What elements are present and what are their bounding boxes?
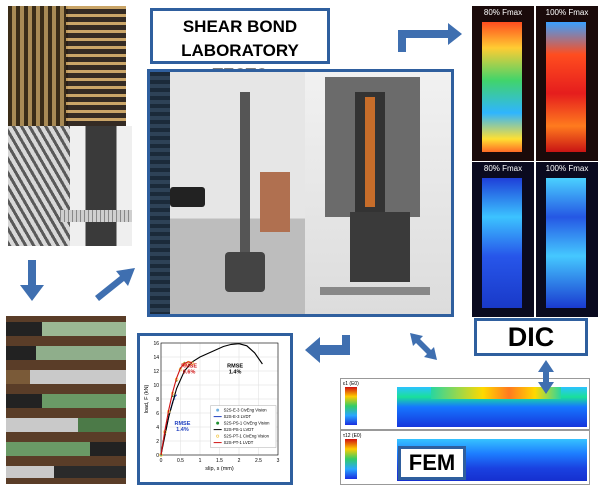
legend-swatch <box>216 408 220 412</box>
series-point <box>182 362 187 366</box>
legend-entry: S2S-PT-1 CivEng Vision <box>224 434 270 439</box>
ruler <box>60 210 132 222</box>
y-tick-label: 0 <box>156 453 159 459</box>
y-tick-label: 16 <box>153 341 159 347</box>
dic-map-bottom-right: 100% Fmax <box>536 162 598 317</box>
x-axis-label: slip, s (mm) <box>205 466 234 472</box>
series-line <box>160 361 193 456</box>
dic-caption-bottom-left: 80% Fmax <box>483 164 523 173</box>
legend-entry: S2S-PS-1 LVDT <box>224 427 255 432</box>
fem-label: FEM <box>398 446 466 480</box>
dic-caption-top-left: 80% Fmax <box>483 8 523 17</box>
x-tick-label: 0 <box>160 458 163 464</box>
y-tick-label: 2 <box>156 439 159 445</box>
fem-legend-header-bottom: τ12 (E0) <box>343 433 362 439</box>
annotation-label: 0.6% <box>183 370 196 376</box>
legend-entry: S2S-E-3 LVDT <box>224 414 252 419</box>
dic-caption-bottom-right: 100% Fmax <box>545 164 589 173</box>
y-tick-label: 12 <box>153 369 159 375</box>
x-tick-label: 3 <box>277 458 280 464</box>
series-point: * <box>172 402 175 408</box>
load-slip-chart: 0 2 4 6 8 10 12 14 16 0 0.5 1 1.5 2 2.5 3 slip, s (mm) lo… <box>144 341 280 472</box>
arrow-chart-fem <box>410 333 437 360</box>
dic-label: DIC <box>474 318 588 356</box>
annotation-label: 1.4% <box>229 370 242 376</box>
series-line <box>160 343 263 456</box>
textile-photo-3 <box>8 126 70 246</box>
dic-map-top-left: 80% Fmax <box>472 6 534 161</box>
fem-map-top: ε1 (E0) <box>340 378 590 430</box>
y-tick-label: 14 <box>153 355 159 361</box>
lab-setup-photo <box>147 69 454 317</box>
x-tick-label: 1 <box>199 458 202 464</box>
series-point <box>190 361 194 365</box>
textile-photo-4 <box>70 126 132 246</box>
y-tick-label: 6 <box>156 411 159 417</box>
title-line-1: SHEAR BOND <box>182 17 298 36</box>
y-axis-label: load, F (kN) <box>144 384 150 413</box>
legend-box <box>210 405 277 448</box>
legend-swatch <box>216 421 220 425</box>
legend-entry: S2S-E-3 CivEng Vision <box>224 408 268 413</box>
annotation-label: RMSE <box>175 421 191 427</box>
series-point: * <box>168 415 171 421</box>
textile-photo-1 <box>8 6 68 126</box>
x-tick-label: 1.5 <box>216 458 223 464</box>
annotation-label: RMSE <box>227 364 243 370</box>
x-tick-label: 2.5 <box>255 458 262 464</box>
dic-map-bottom-left: 80% Fmax <box>472 162 534 317</box>
fem-legend-header-top: ε1 (E0) <box>343 381 359 387</box>
annotation-label: RMSE <box>181 364 197 370</box>
legend-entry: S2S-PT-1 LVDT <box>224 440 254 445</box>
y-tick-label: 8 <box>156 397 159 403</box>
series-point: * <box>170 408 173 414</box>
x-tick-label: 0.5 <box>177 458 184 464</box>
arrow-to-chart <box>305 335 350 363</box>
y-tick-label: 4 <box>156 425 159 431</box>
textile-photo-2 <box>66 6 126 126</box>
legend-swatch <box>216 434 220 438</box>
arrow-down-left <box>20 260 44 301</box>
arrow-up-right <box>95 268 135 301</box>
series-point: * <box>160 453 163 459</box>
arrow-title-to-dic <box>398 23 462 52</box>
y-tick-label: 10 <box>153 383 159 389</box>
plot-area <box>160 342 279 456</box>
legend-entry: S2S-PS-1 CivEng Vision <box>224 421 270 426</box>
annotation-label: 1.4% <box>176 427 189 433</box>
dic-map-top-right: 100% Fmax <box>536 6 598 161</box>
arrow-dic-fem <box>538 360 554 394</box>
series-point: * <box>173 398 176 404</box>
x-tick-label: 2 <box>238 458 241 464</box>
dic-caption-top-right: 100% Fmax <box>545 8 589 17</box>
specimens-photo <box>6 316 126 484</box>
